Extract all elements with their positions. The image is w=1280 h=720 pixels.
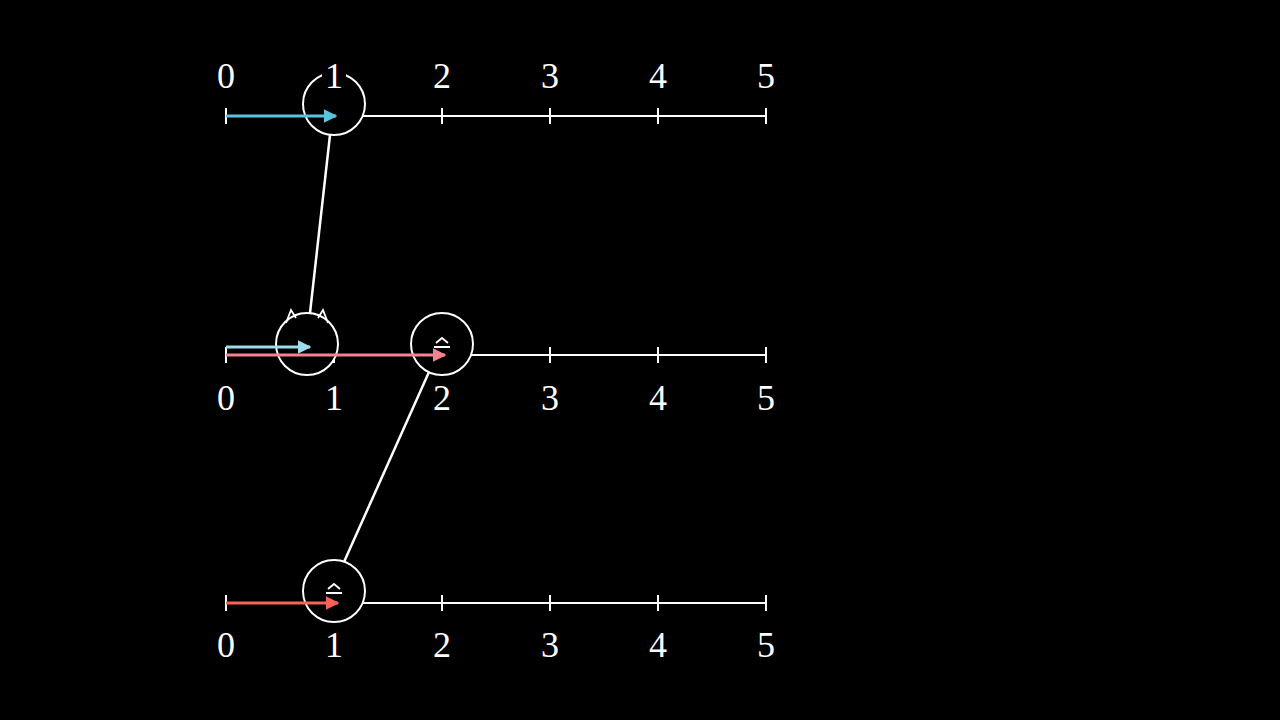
number-lines [226,108,766,611]
value-arrow [226,115,336,118]
tick-label: 5 [754,58,778,94]
tick-label: 1 [322,380,346,416]
value-arrow [226,602,338,605]
tick-label: 2 [430,627,454,663]
tick-label: 2 [430,58,454,94]
link-line [310,135,330,313]
tick-label: 0 [214,58,238,94]
creature-circle [411,313,473,375]
hat [326,584,342,593]
creature-circle [303,560,365,622]
tick-label: 3 [538,380,562,416]
tick-label: 5 [754,380,778,416]
tick-label: 0 [214,627,238,663]
hat [434,338,450,347]
tick-label: 4 [646,380,670,416]
link-line [344,372,429,562]
creature-marks [286,310,450,593]
tick-label: 5 [754,627,778,663]
value-arrow [226,346,310,349]
tick-label: 0 [214,380,238,416]
tick-label: 1 [322,58,346,94]
tick-label: 2 [430,380,454,416]
tick-label: 3 [538,58,562,94]
value-arrow [226,354,445,357]
tick-label: 4 [646,58,670,94]
tick-label: 3 [538,627,562,663]
creature-circle [276,313,338,375]
arrows [226,116,445,603]
ears [286,310,328,323]
tick-label: 1 [322,627,346,663]
tick-label: 4 [646,627,670,663]
